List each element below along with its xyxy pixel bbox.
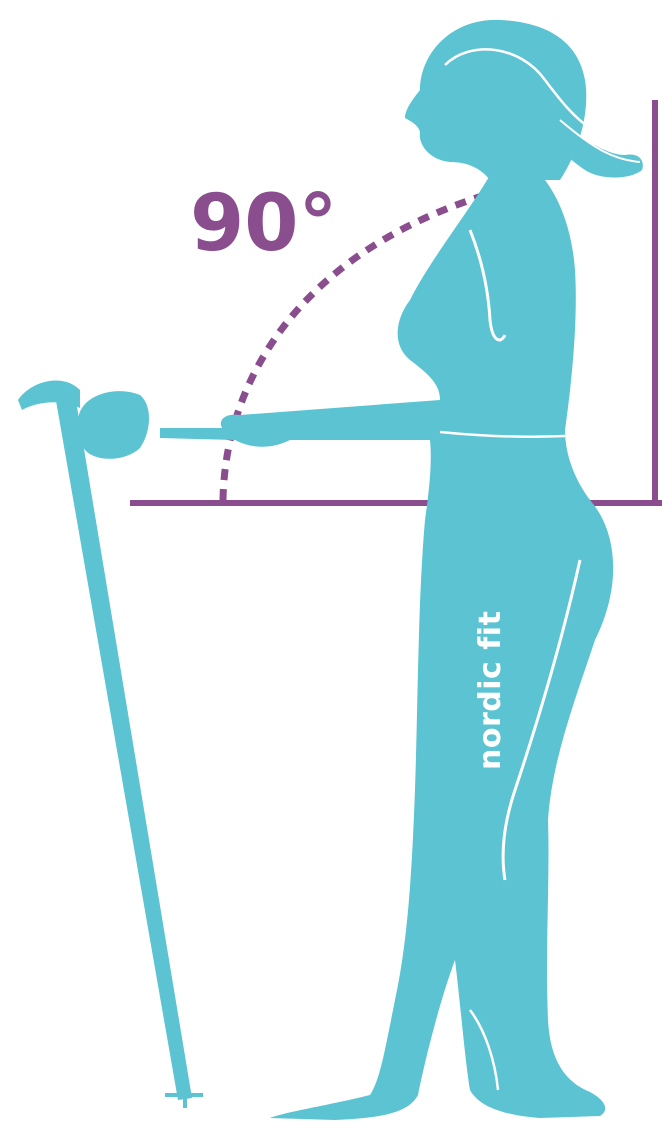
brand-label: nordic fit [473, 611, 508, 770]
angle-label: 90° [190, 179, 338, 269]
pole-hand [77, 391, 149, 459]
nordic-walking-pole [18, 381, 203, 1108]
